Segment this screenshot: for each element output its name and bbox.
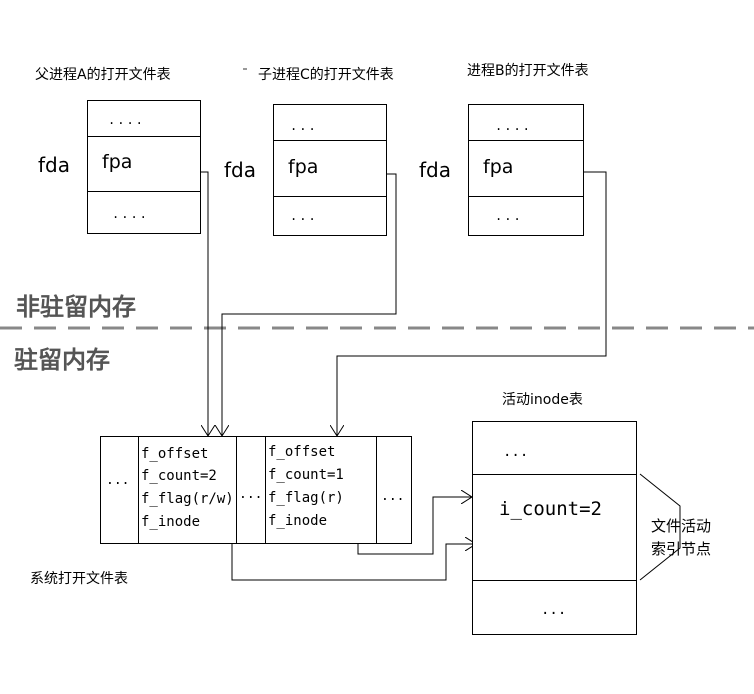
row-divider	[469, 196, 583, 197]
fda-label-c: fda	[224, 158, 256, 182]
dots: ...	[239, 487, 263, 502]
active-node-bracket	[639, 473, 681, 581]
entry2-f-count: f_count=1	[268, 467, 344, 483]
row-divider	[473, 474, 636, 475]
arrow-b-to-entry2	[337, 171, 607, 436]
dots: ...	[106, 473, 130, 488]
dots: ....	[495, 119, 532, 133]
dots: ...	[290, 209, 318, 223]
proc-table-a: .... fpa ....	[87, 100, 201, 234]
dots: ....	[108, 113, 145, 127]
entry1-f-count: f_count=2	[141, 468, 217, 484]
entry1-f-flag: f_flag(r/w)	[141, 491, 234, 507]
col-divider	[236, 437, 237, 543]
entry1-f-inode: f_inode	[141, 514, 201, 530]
fda-label-b: fda	[419, 158, 451, 182]
proc-table-b: .... fpa ...	[468, 104, 584, 236]
row-divider	[88, 191, 200, 192]
entry2-f-flag: f_flag(r)	[268, 490, 344, 506]
row-divider	[274, 140, 386, 141]
title-active-inode: 活动inode表	[502, 392, 583, 408]
region-resident: 驻留内存	[14, 346, 110, 374]
dots: ...	[495, 209, 523, 223]
col-divider	[265, 437, 266, 543]
i-count-value: i_count=2	[499, 498, 602, 520]
dots: ...	[503, 444, 529, 460]
proc-table-c: ... fpa ...	[273, 104, 387, 236]
active-node-label-line1: 文件活动	[651, 517, 712, 535]
sys-open-file-table: ... ... ...	[100, 436, 412, 544]
entry2-f-offset: f_offset	[268, 444, 336, 460]
col-divider	[138, 437, 139, 543]
dots: ...	[290, 119, 318, 133]
fda-label-a: fda	[38, 153, 70, 177]
region-non-resident: 非驻留内存	[16, 293, 136, 321]
title-sys-table: 系统打开文件表	[30, 571, 128, 587]
row-divider	[274, 196, 386, 197]
dots: ...	[541, 602, 567, 618]
tick-mark	[243, 68, 247, 70]
entry2-f-inode: f_inode	[268, 513, 328, 529]
row-divider	[469, 140, 583, 141]
fpa-label: fpa	[288, 156, 319, 178]
fpa-label: fpa	[483, 156, 514, 178]
col-divider	[376, 437, 377, 543]
dots: ...	[381, 489, 405, 504]
active-inode-table: ... i_count=2 ...	[472, 421, 637, 635]
row-divider	[88, 136, 200, 137]
fpa-label: fpa	[102, 151, 133, 173]
row-divider	[473, 580, 636, 581]
title-child-c: 子进程C的打开文件表	[258, 67, 394, 83]
title-proc-b: 进程B的打开文件表	[467, 63, 589, 79]
entry1-f-offset: f_offset	[141, 446, 209, 462]
dots: ....	[112, 207, 149, 221]
active-node-label-line2: 索引节点	[651, 540, 712, 558]
title-parent-a: 父进程A的打开文件表	[35, 67, 171, 83]
